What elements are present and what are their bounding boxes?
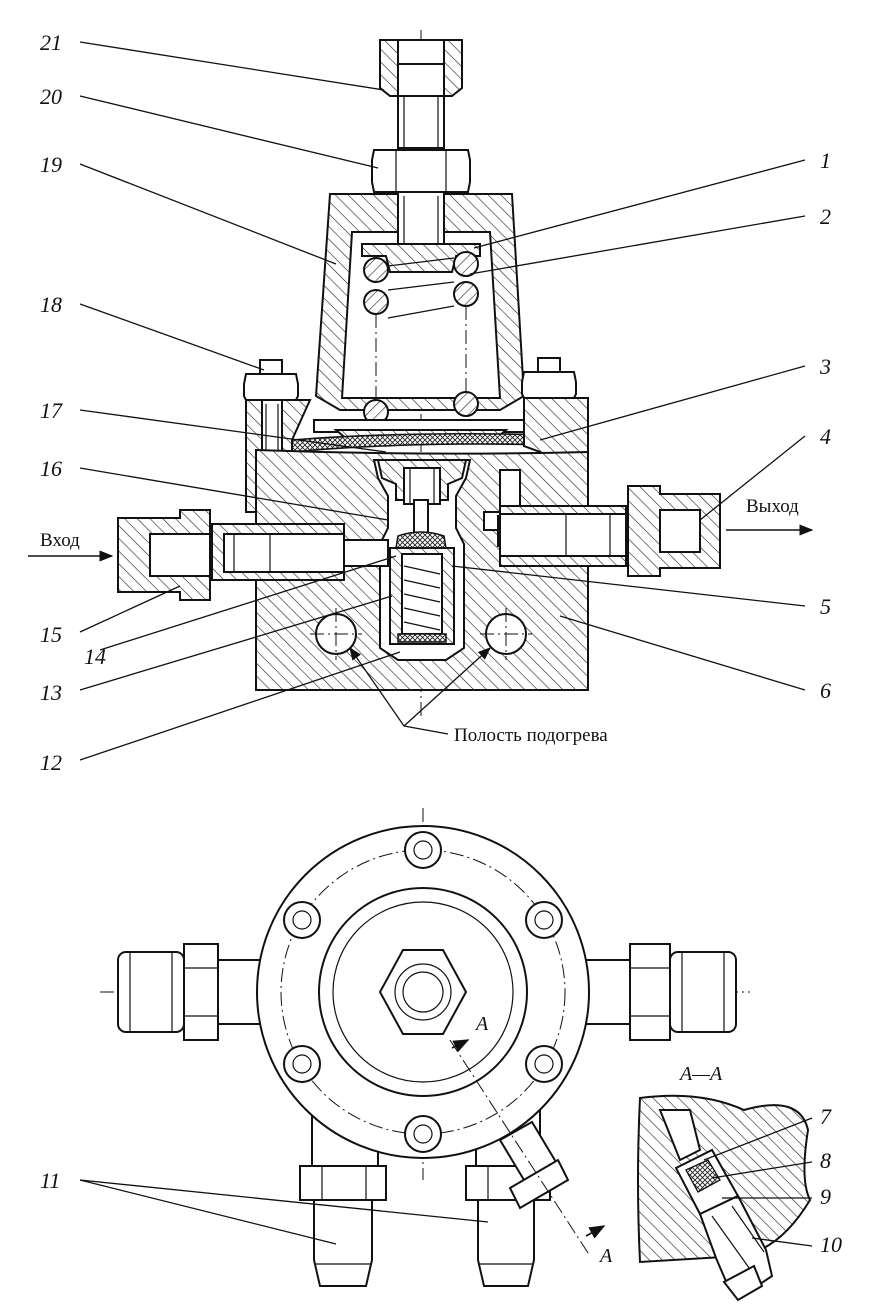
- label-3: 3: [819, 354, 831, 379]
- label-5: 5: [820, 594, 831, 619]
- bolt-heads: [283, 831, 563, 1153]
- inlet-label: Вход: [40, 530, 80, 551]
- label-12: 12: [40, 750, 62, 775]
- label-13: 13: [40, 680, 62, 705]
- section-mark-bottom: А: [598, 1245, 613, 1267]
- label-10: 10: [820, 1232, 842, 1257]
- leader-lines-top: [79, 41, 806, 761]
- section-view: Вход Выход Полость подогрева: [28, 30, 814, 746]
- label-7: 7: [820, 1104, 832, 1129]
- label-20: 20: [40, 84, 62, 109]
- part-numbers: 21 20 19 18 17 16 15 14 13 12 11 1 2 3 4…: [40, 30, 842, 1257]
- label-11: 11: [40, 1168, 60, 1193]
- label-9: 9: [820, 1184, 831, 1209]
- plan-view: А А: [79, 808, 750, 1287]
- heating-cavity-label: Полость подогрева: [454, 725, 608, 746]
- label-18: 18: [40, 292, 62, 317]
- label-6: 6: [820, 678, 831, 703]
- label-15: 15: [40, 622, 62, 647]
- label-17: 17: [40, 398, 63, 423]
- label-14: 14: [84, 644, 106, 669]
- label-8: 8: [820, 1148, 831, 1173]
- label-1: 1: [820, 148, 831, 173]
- label-16: 16: [40, 456, 62, 481]
- label-19: 19: [40, 152, 62, 177]
- section-mark-top: А: [474, 1013, 489, 1035]
- label-21: 21: [40, 30, 62, 55]
- outlet-label: Выход: [746, 496, 799, 517]
- label-4: 4: [820, 424, 831, 449]
- label-2: 2: [820, 204, 831, 229]
- section-title: А—А: [678, 1063, 723, 1085]
- section-a-a-detail: А—А: [637, 1063, 813, 1302]
